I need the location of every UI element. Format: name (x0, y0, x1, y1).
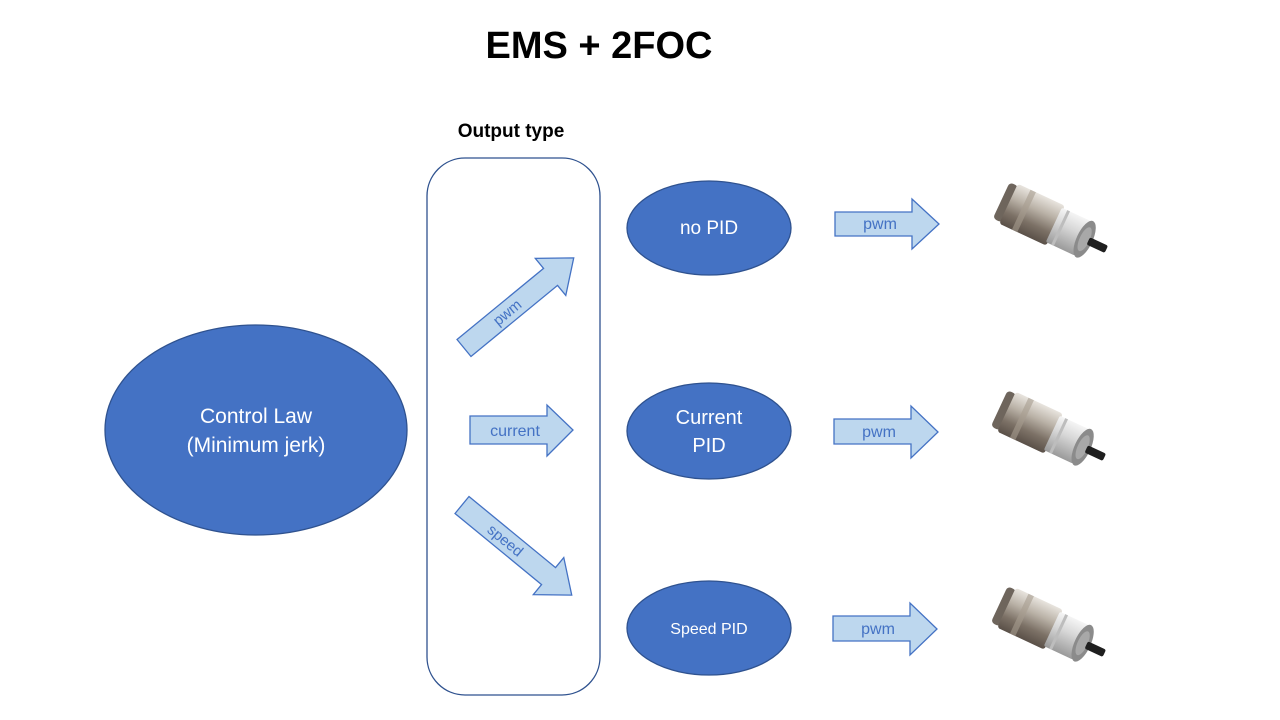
control-law-node (104, 324, 408, 536)
motor-icon-middle (989, 388, 1114, 478)
motor-arrow-top: pwm (834, 197, 940, 251)
output-type-box (426, 157, 601, 696)
current-pid-sublabel: PID (692, 435, 725, 457)
output-arrow-current: current (469, 403, 574, 458)
motor-arrow-bottom-label: pwm (861, 621, 895, 638)
motor-arrow-middle-label: pwm (862, 424, 896, 441)
motor-arrow-bottom: pwm (832, 601, 938, 657)
motor-arrow-top-label: pwm (863, 216, 897, 233)
current-pid-line2: PID (692, 435, 725, 457)
motor-icon-top (991, 180, 1116, 270)
control-law-line1: Control Law (200, 405, 313, 428)
output-arrow-speed: speed (454, 495, 573, 596)
output-arrow-pwm: pwm (456, 257, 575, 358)
no-pid-node (626, 180, 792, 276)
no-pid-label: no PID (680, 218, 738, 239)
current-pid-label: Current (676, 407, 743, 429)
motor-icon-bottom (989, 584, 1114, 674)
current-pid-node (626, 382, 792, 480)
control-law-sublabel: (Minimum jerk) (187, 434, 326, 457)
control-law-line2: (Minimum jerk) (187, 434, 326, 457)
control-law-label: Control Law (200, 405, 313, 428)
motor-arrow-middle: pwm (833, 404, 939, 460)
speed-pid-label: Speed PID (670, 621, 747, 638)
output-arrow-current-label: current (490, 423, 540, 440)
speed-pid-node (626, 580, 792, 676)
current-pid-line1: Current (676, 407, 743, 429)
diagram-title: EMS + 2FOC (486, 25, 713, 67)
output-type-label: Output type (458, 121, 565, 142)
